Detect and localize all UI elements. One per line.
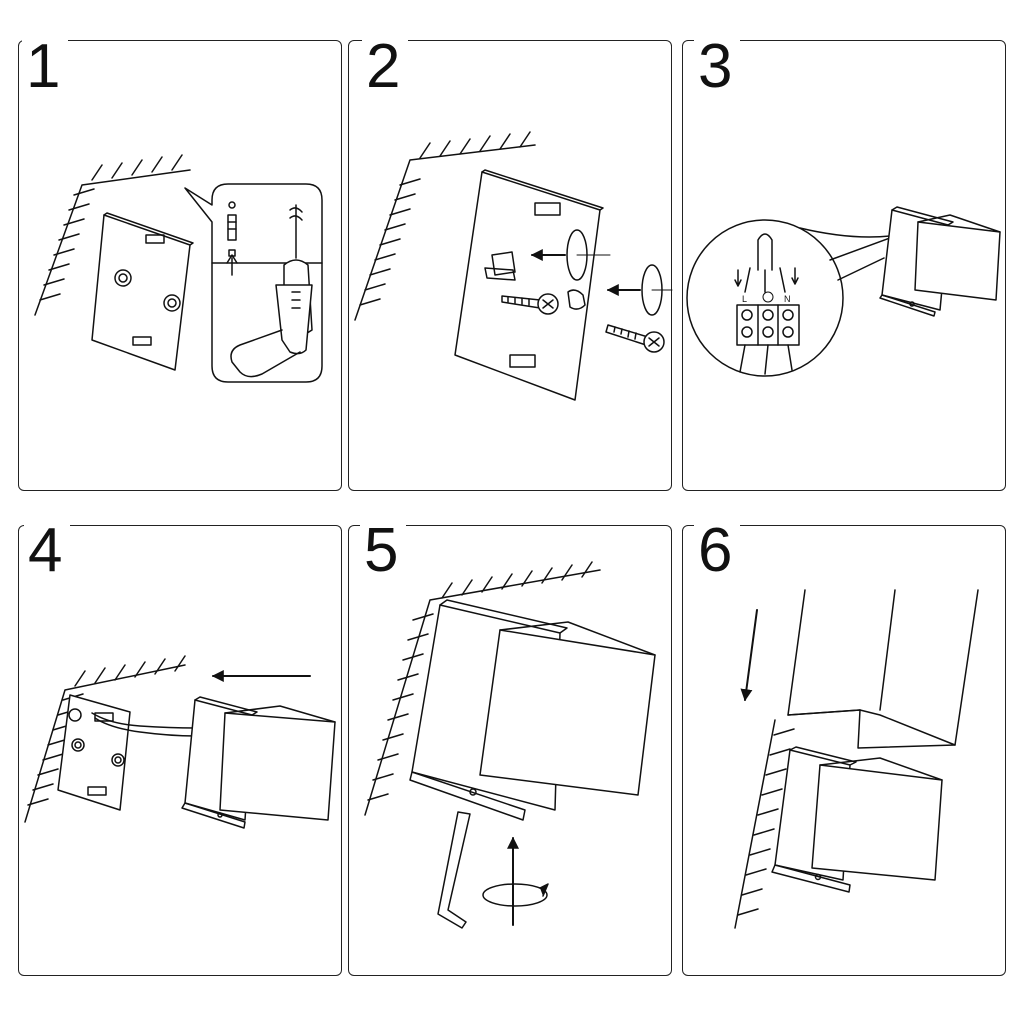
step-6-panel [682,525,1006,976]
step-2-mounting-plate-icon [454,169,604,401]
step-1-wall-anchor-icon [226,201,238,276]
neutral-terminal-label: N [784,294,791,304]
step-5-number: 5 [360,520,407,588]
step-1-wall-hatch-icon [34,154,191,316]
step-6-number: 6 [694,520,741,588]
step-5-hex-key-icon [437,811,471,929]
step-2-wall-hatch-icon [354,131,536,321]
step-5-lamp-body-icon [409,599,656,821]
step-6-lamp-cover-icon [787,589,979,749]
step-5-rotation-arrow-icon [482,883,549,907]
live-terminal-label: L [742,294,747,304]
step-2-insert-arrow-icon [530,249,641,296]
step-3-lamp-body-icon [799,206,1001,317]
step-1-drill-icon [230,204,313,378]
step-3-number: 3 [694,36,741,104]
step-4-cable-icon [91,712,197,737]
step-2-screw-icon-1 [501,293,559,315]
step-4-lamp-body-icon [181,696,336,829]
step-4-mounting-plate-icon [57,694,131,811]
step-3-terminal-block-icon [736,304,800,375]
step-2-rotation-arrow-icon [566,229,673,316]
step-2-screw-icon-2 [605,324,665,353]
step-6-lamp-body-icon [771,746,943,893]
step-6-down-arrow-icon [740,609,758,702]
step-1-number: 1 [22,36,69,104]
step-1-mounting-plate-icon [91,212,194,371]
step-2-number: 2 [362,36,409,104]
step-5-wall-hatch-icon [364,561,601,816]
step-3-terminal-callout: L N [686,219,891,377]
step-4-number: 4 [24,520,71,588]
step-6-wall-hatch-icon [734,719,795,929]
step-2-wall-anchor-icon [484,267,516,281]
